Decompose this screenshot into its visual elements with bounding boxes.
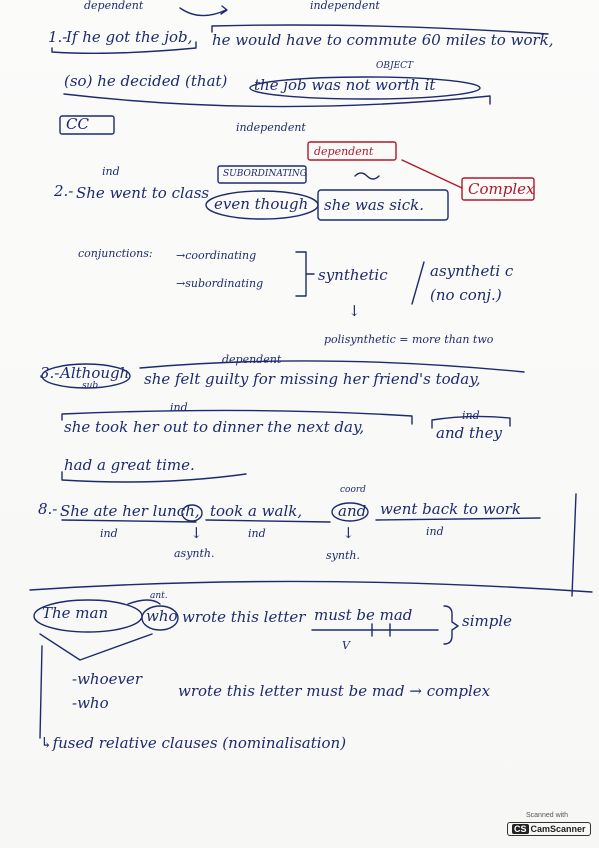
line-to-complex: [401, 159, 463, 189]
s1-part2: he would have to commute 60 miles to wor…: [212, 31, 554, 49]
label-ind-s3-1: ind: [170, 401, 188, 414]
last-the-man: The man: [42, 604, 109, 622]
box-she-was-sick: [317, 189, 449, 221]
last-v: V: [342, 639, 350, 652]
s8-part2: took a walk,: [210, 502, 303, 520]
s8-asynth: asynth.: [174, 547, 215, 560]
conjunctions-subord: →subordinating: [176, 277, 264, 290]
s8-part3: went back to work: [380, 500, 521, 518]
bracket-s1-part3: [63, 93, 491, 108]
label-dependent-s2: dependent: [314, 145, 374, 158]
vertical-right-margin: [571, 493, 577, 597]
conjunctions-label: conjunctions:: [78, 247, 153, 260]
circle-comma-lunch: [181, 504, 203, 522]
s8-conj: and: [338, 502, 367, 520]
camscanner-logo-icon: CS: [512, 824, 529, 834]
circle-and: [331, 502, 369, 522]
s2-number: 2.-: [54, 182, 74, 200]
s3-sub: sub.: [82, 381, 102, 391]
bracket-s3-part4: [61, 471, 247, 483]
s3-part2: she took her out to dinner the next day,: [64, 418, 365, 436]
box-cc: [59, 115, 115, 135]
s1-tag-cc: CC: [66, 115, 89, 133]
conjunctions-polysynthetic: polisynthetic = more than two: [324, 333, 494, 346]
label-subordinating: SUBORDINATING: [223, 169, 307, 179]
s8-synth: synth.: [326, 549, 360, 562]
label-dependent-s3: dependent: [222, 353, 282, 366]
s3-part3: and they: [436, 424, 503, 442]
conjunctions-no-conj: (no conj.): [430, 286, 502, 304]
brace-simple: [443, 605, 459, 645]
s8-arrow-1: ↓: [190, 524, 203, 542]
underline-s8-2: [205, 519, 331, 523]
s3-conj: Although: [60, 364, 130, 382]
label-independent-s1: independent: [310, 0, 380, 12]
slash-line: [411, 261, 425, 305]
label-ind-s3-2: ind: [462, 409, 480, 422]
s1-number: 1.-: [48, 28, 68, 46]
arrow-ant: [127, 599, 161, 605]
label-coord: coord: [340, 485, 366, 495]
s1-part3: (so) he decided (that): [64, 72, 228, 90]
s2-tag-complex: Complex: [468, 180, 535, 198]
circle-the-job: [249, 76, 481, 100]
last-simple: simple: [462, 612, 512, 630]
box-subordinating: [217, 165, 307, 184]
label-object: OBJECT: [376, 61, 414, 71]
underline-s8-3: [375, 517, 541, 521]
brace-conjunctions: [295, 251, 315, 297]
conjunctions-coord: →coordinating: [176, 249, 257, 262]
last-rewritten: wrote this letter must be mad → complex: [178, 682, 491, 700]
s8-arrow-2: ↓: [342, 524, 355, 542]
s3-part1: she felt guilty for missing her friend's…: [144, 370, 481, 388]
last-rest: wrote this letter: [182, 608, 306, 626]
last-must: must be mad: [314, 606, 413, 624]
s2-part1: She went to class: [76, 184, 210, 202]
circle-who: [141, 605, 179, 631]
last-who2: -who: [72, 694, 109, 712]
label-ind-s2: ind: [102, 165, 120, 178]
underline-must: [311, 623, 439, 637]
circle-although: [41, 363, 131, 389]
bracket-s3-part2: [61, 409, 413, 425]
s8-ind-3: ind: [426, 525, 444, 538]
underline-s8-1: [61, 519, 197, 523]
s8-ind-1: ind: [100, 527, 118, 540]
badge-brand: CamScanner: [530, 824, 586, 834]
bracket-s1-part1: [51, 41, 197, 55]
last-note: ↳fused relative clauses (nominalisation): [40, 734, 347, 752]
s2-conj: even though: [214, 195, 309, 213]
s8-part1: She ate her lunch,: [60, 502, 200, 520]
v-branch: [39, 633, 153, 661]
box-complex-red: [461, 177, 535, 201]
last-whoever: -whoever: [72, 670, 142, 688]
bracket-s1-part2: [211, 24, 549, 35]
arrow-dependent-to-independent: [179, 5, 228, 17]
box-dependent-red: [307, 141, 397, 161]
last-who: who: [146, 607, 178, 625]
s2-part2: she was sick.: [324, 196, 425, 214]
s1-part1: If he got the job,: [66, 28, 193, 46]
scribble-mark: [354, 172, 380, 180]
s8-number: 8.-: [38, 500, 58, 518]
bracket-s3-part3: [431, 415, 511, 429]
s3-part4: had a great time.: [64, 456, 195, 474]
divider-curve: [29, 580, 593, 593]
conjunctions-asyndetic: asyntheti c: [430, 262, 514, 280]
label-dependent-s1: dependent: [84, 0, 144, 12]
label-independent-s2: independent: [236, 121, 306, 134]
s1-part4: the job was not worth it: [254, 76, 436, 94]
left-bracket-down: [39, 645, 43, 739]
label-ant: ant.: [150, 591, 168, 601]
conjunctions-arrow: ↓: [348, 302, 361, 320]
badge-top-text: Scanned with: [525, 812, 569, 819]
s8-ind-2: ind: [248, 527, 266, 540]
conjunctions-synthetic: synthetic: [318, 266, 388, 284]
bracket-s3-part1: [139, 360, 525, 373]
s3-number: 3.-: [40, 364, 60, 382]
